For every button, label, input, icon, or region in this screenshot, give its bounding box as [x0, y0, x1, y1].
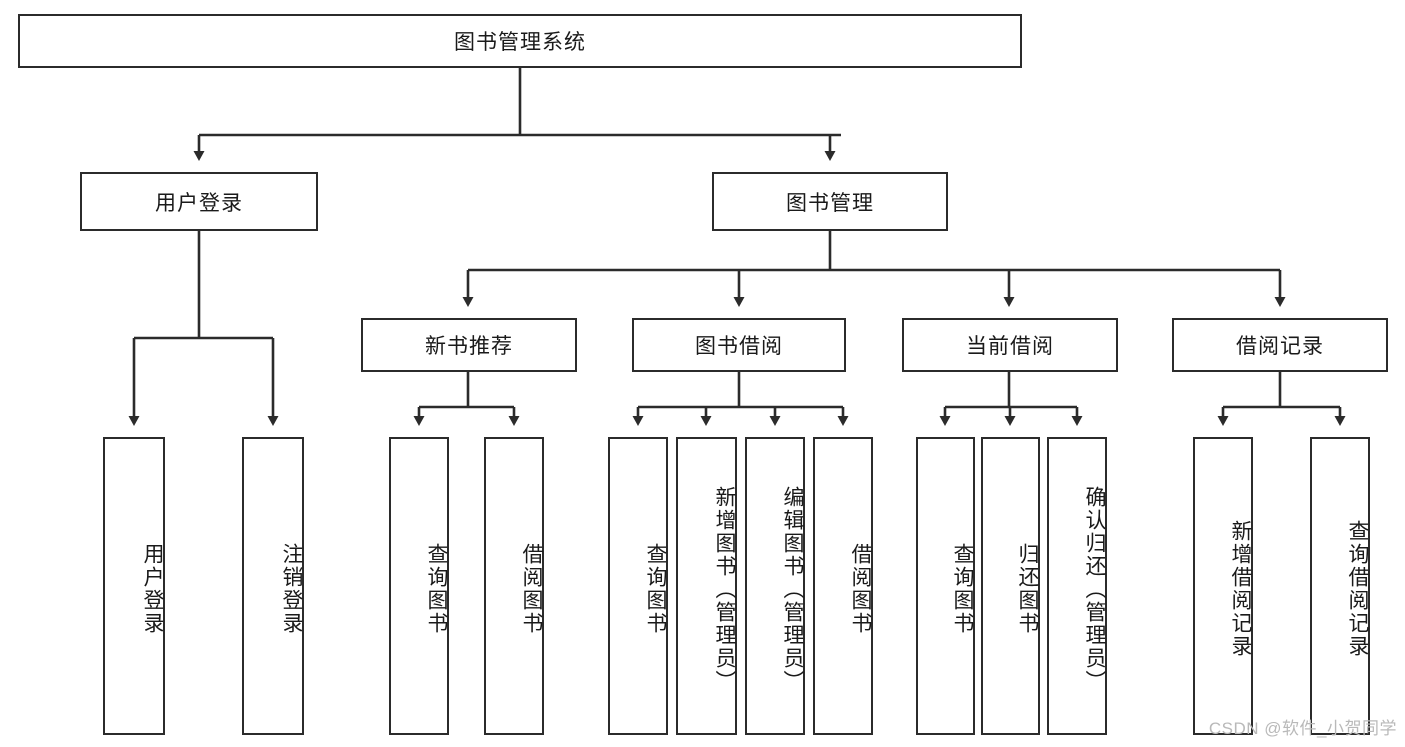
leaf-query-book-1[interactable]: 查询图书 — [389, 437, 449, 735]
leaf-query-record[interactable]: 查询借阅记录 — [1310, 437, 1370, 735]
node-new-book-rec[interactable]: 新书推荐 — [361, 318, 577, 372]
leaf-query-book-3[interactable]: 查询图书 — [916, 437, 975, 735]
leaf-edit-book-label: 编辑图书（管理员） — [781, 485, 804, 693]
node-book-manage-label: 图书管理 — [786, 191, 874, 215]
leaf-confirm-return[interactable]: 确认归还（管理员） — [1047, 437, 1107, 735]
leaf-add-book[interactable]: 新增图书（管理员） — [676, 437, 737, 735]
leaf-edit-book[interactable]: 编辑图书（管理员） — [745, 437, 805, 735]
node-book-borrow-label: 图书借阅 — [695, 335, 783, 358]
leaf-query-book-2[interactable]: 查询图书 — [608, 437, 668, 735]
leaf-borrow-book-2[interactable]: 借阅图书 — [813, 437, 873, 735]
leaf-borrow-book-1[interactable]: 借阅图书 — [484, 437, 544, 735]
node-root-label: 图书管理系统 — [454, 31, 586, 54]
node-current-borrow-label: 当前借阅 — [966, 335, 1054, 358]
leaf-add-book-label: 新增图书（管理员） — [713, 485, 736, 693]
leaf-add-record[interactable]: 新增借阅记录 — [1193, 437, 1253, 735]
leaf-confirm-return-label: 确认归还（管理员） — [1083, 485, 1106, 693]
node-book-manage[interactable]: 图书管理 — [712, 172, 948, 231]
csdn-watermark: CSDN @软件_小贺同学 — [1208, 719, 1397, 738]
leaf-user-login[interactable]: 用户登录 — [103, 437, 165, 735]
node-user-login-label: 用户登录 — [155, 191, 243, 215]
leaf-query-record-label: 查询借阅记录 — [1346, 520, 1369, 658]
leaf-query-book-1-label: 查询图书 — [425, 543, 448, 635]
leaf-logout[interactable]: 注销登录 — [242, 437, 304, 735]
node-current-borrow[interactable]: 当前借阅 — [902, 318, 1118, 372]
leaf-query-book-2-label: 查询图书 — [644, 543, 667, 635]
leaf-query-book-3-label: 查询图书 — [951, 543, 974, 635]
node-root[interactable]: 图书管理系统 — [18, 14, 1022, 68]
node-new-book-rec-label: 新书推荐 — [425, 335, 513, 358]
node-borrow-record-label: 借阅记录 — [1236, 335, 1324, 358]
node-borrow-record[interactable]: 借阅记录 — [1172, 318, 1388, 372]
node-book-borrow[interactable]: 图书借阅 — [632, 318, 846, 372]
leaf-return-book[interactable]: 归还图书 — [981, 437, 1040, 735]
leaf-logout-label: 注销登录 — [280, 543, 303, 635]
leaf-borrow-book-2-label: 借阅图书 — [849, 543, 872, 635]
leaf-return-book-label: 归还图书 — [1016, 543, 1039, 635]
node-user-login[interactable]: 用户登录 — [80, 172, 318, 231]
leaf-user-login-label: 用户登录 — [141, 543, 164, 635]
leaf-add-record-label: 新增借阅记录 — [1229, 520, 1252, 658]
leaf-borrow-book-1-label: 借阅图书 — [520, 543, 543, 635]
